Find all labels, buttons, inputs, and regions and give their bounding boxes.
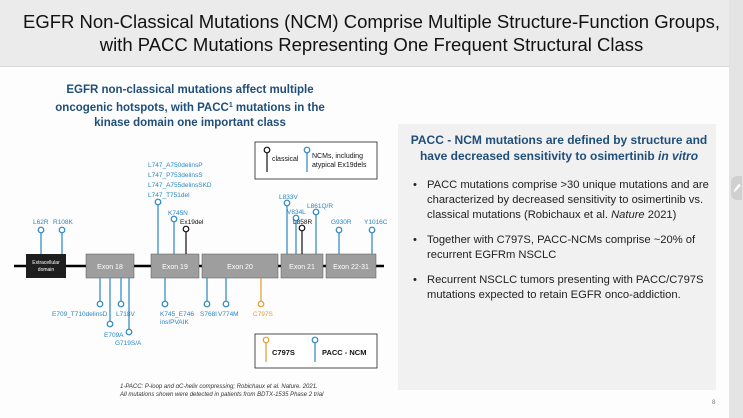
marker-ex19-list bbox=[154, 198, 162, 206]
legend-ncm-label-2: atypical Ex19dels bbox=[312, 162, 367, 169]
domain-exon-20 bbox=[201, 253, 279, 279]
edit-pencil-button[interactable] bbox=[731, 176, 742, 200]
label-insipvaik: insIPVAIK bbox=[160, 319, 189, 326]
label-l747-p753delinss: L747_P753delinsS bbox=[148, 172, 203, 179]
domain-exon-18 bbox=[85, 253, 135, 279]
label-l833v: L833V bbox=[279, 194, 298, 201]
marker-g930r bbox=[335, 226, 343, 234]
label-k745-e746: K745_E746 bbox=[160, 311, 194, 318]
bottom-mutation-markers: E709_T710delinsD E709A L718V G719S/A K74… bbox=[52, 278, 274, 347]
bullet-list: PACC mutations comprise >30 unique mutat… bbox=[413, 178, 711, 313]
top-mutation-markers: L62R R108K L747_A750delinsP L747_P753del… bbox=[33, 162, 388, 254]
domain-exon-18-label: Exon 18 bbox=[97, 264, 123, 271]
marker-v774m bbox=[222, 300, 230, 308]
bullet-text-end: 2021) bbox=[644, 209, 677, 221]
legend-top-box bbox=[254, 141, 378, 180]
left-heading-text-2: mutations in the kinase domain one impor… bbox=[94, 102, 325, 129]
legend-ncm-marker bbox=[303, 146, 311, 154]
domain-exon-22-31 bbox=[325, 253, 377, 279]
bullet-italic: Nature bbox=[611, 209, 645, 221]
right-heading-italic: in vitro bbox=[658, 149, 699, 163]
marker-e709a bbox=[106, 320, 114, 328]
pencil-icon bbox=[733, 183, 741, 193]
domain-exon-19-label: Exon 19 bbox=[162, 264, 188, 271]
domain-extracellular-label: Extracellular bbox=[32, 260, 60, 266]
label-s768i: S768I bbox=[200, 311, 217, 318]
legend-bottom: C797S PACC - NCM bbox=[254, 333, 378, 369]
label-l747-a750delinsp: L747_A750delinsP bbox=[148, 162, 203, 169]
marker-l861qr bbox=[312, 208, 320, 216]
marker-ex19del bbox=[182, 225, 190, 233]
legend-top: classical NCMs, including atypical Ex19d… bbox=[254, 141, 378, 180]
marker-l62r bbox=[37, 226, 45, 234]
label-g719s-a: G719S/A bbox=[115, 340, 142, 347]
egfr-mutation-diagram: Extracellular domain Exon 18 Exon 19 Exo… bbox=[14, 141, 388, 369]
marker-l833v bbox=[283, 199, 291, 207]
legend-classical-marker bbox=[263, 146, 271, 154]
legend-pacc-marker bbox=[311, 336, 319, 344]
domain-exon-19 bbox=[150, 253, 200, 279]
label-l747-t751del: L747_T751del bbox=[148, 192, 190, 199]
marker-e709-t710 bbox=[96, 300, 104, 308]
label-e709-t710delinsd: E709_T710delinsD bbox=[52, 311, 108, 318]
bullet-text: Recurrent NSCLC tumors presenting with P… bbox=[427, 274, 704, 301]
label-l861qr: L861Q/R bbox=[307, 203, 333, 210]
footnote: 1-PACC: P-loop and αC-helix compressing;… bbox=[120, 383, 323, 399]
marker-k745-e746 bbox=[161, 300, 169, 308]
slide-header bbox=[0, 0, 743, 66]
right-heading-text: PACC - NCM mutations are defined by stru… bbox=[410, 133, 708, 163]
left-heading-superscript: 1 bbox=[228, 102, 233, 109]
bullet-item: Together with C797S, PACC-NCMs comprise … bbox=[413, 233, 711, 263]
legend-c797s-marker bbox=[262, 336, 270, 344]
label-l747-a755delinsskd: L747_A755delinsSKD bbox=[148, 182, 212, 189]
label-l858r: L858R bbox=[293, 219, 312, 226]
domain-exon-22-31-label: Exon 22-31 bbox=[333, 264, 369, 271]
label-e709a: E709A bbox=[104, 332, 124, 339]
footnote-line-2: All mutations shown were detected in pat… bbox=[120, 392, 324, 398]
legend-pacc-label: PACC - NCM bbox=[322, 348, 366, 357]
legend-classical-label: classical bbox=[272, 156, 299, 163]
label-k745n: K745N bbox=[168, 210, 188, 217]
label-l718v: L718V bbox=[116, 311, 135, 318]
label-r108k: R108K bbox=[53, 219, 74, 226]
vertical-scrollbar[interactable] bbox=[729, 0, 743, 418]
label-v834l: V834L bbox=[287, 209, 306, 216]
domain-extracellular-label-2: domain bbox=[38, 267, 55, 273]
page-number: 8 bbox=[712, 400, 716, 406]
legend-c797s-label: C797S bbox=[272, 348, 295, 357]
marker-l858r bbox=[298, 224, 306, 232]
slide-title: EGFR Non-Classical Mutations (NCM) Compr… bbox=[22, 11, 721, 55]
marker-y1016c bbox=[368, 226, 376, 234]
domain-exon-20-label: Exon 20 bbox=[227, 264, 253, 271]
label-l62r: L62R bbox=[33, 219, 49, 226]
label-ex19del: Ex19del bbox=[180, 219, 204, 226]
legend-ncm-label: NCMs, including bbox=[312, 153, 363, 160]
marker-c797s bbox=[257, 300, 265, 308]
label-c797s: C797S bbox=[253, 311, 274, 318]
domain-extracellular bbox=[26, 254, 66, 278]
label-y1016c: Y1016C bbox=[364, 219, 388, 226]
label-g930r: G930R bbox=[331, 219, 352, 226]
left-heading-text: EGFR non-classical mutations affect mult… bbox=[55, 84, 314, 114]
marker-v834l bbox=[292, 214, 300, 222]
label-v774m: V774M bbox=[218, 311, 239, 318]
bullet-item: Recurrent NSCLC tumors presenting with P… bbox=[413, 273, 711, 303]
domain-exon-21-label: Exon 21 bbox=[289, 264, 315, 271]
marker-s768i bbox=[203, 300, 211, 308]
domain-exon-21 bbox=[280, 253, 324, 279]
marker-r108k bbox=[58, 226, 66, 234]
marker-g719s bbox=[125, 328, 133, 336]
left-heading: EGFR non-classical mutations affect mult… bbox=[40, 83, 340, 131]
right-heading: PACC - NCM mutations are defined by stru… bbox=[403, 132, 715, 164]
header-divider bbox=[0, 66, 743, 67]
bullet-text: PACC mutations comprise >30 unique mutat… bbox=[427, 179, 709, 221]
marker-k745n bbox=[170, 215, 178, 223]
bullet-item: PACC mutations comprise >30 unique mutat… bbox=[413, 178, 711, 223]
marker-l718v bbox=[117, 300, 125, 308]
bullet-text: Together with C797S, PACC-NCMs comprise … bbox=[427, 234, 696, 261]
footnote-line-1: 1-PACC: P-loop and αC-helix compressing;… bbox=[120, 384, 318, 390]
